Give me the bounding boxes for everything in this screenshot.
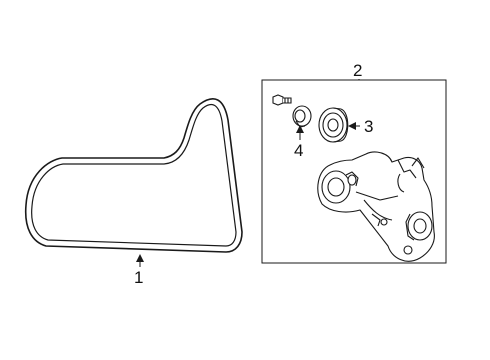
callout-1-label: 1 — [134, 268, 143, 287]
serpentine-belt — [24, 98, 243, 253]
tensioner-assembly-box — [261, 79, 447, 264]
bolt — [272, 94, 292, 106]
idler-pulley — [318, 107, 349, 143]
tensioner-bracket — [317, 151, 435, 262]
callout-3-label: 3 — [364, 117, 373, 136]
callout-2-label: 2 — [353, 61, 362, 80]
callout-4-label: 4 — [294, 141, 303, 160]
pulley-cap — [292, 105, 312, 128]
